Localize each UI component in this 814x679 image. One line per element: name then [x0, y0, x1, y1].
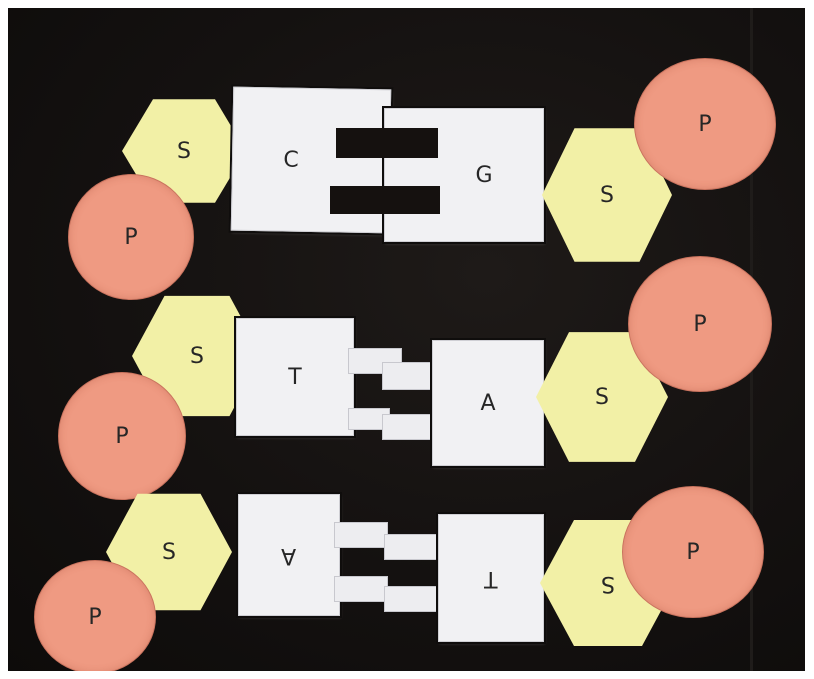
phosphate-circle: P	[622, 486, 764, 618]
sugar-label: S	[162, 539, 176, 565]
base-letter: T	[288, 364, 302, 390]
phosphate-circle: P	[34, 560, 156, 671]
connector-tab	[384, 534, 442, 560]
phosphate-label: P	[124, 224, 138, 250]
base-card: A	[432, 340, 544, 466]
base-letter: T	[484, 565, 498, 591]
base-letter: G	[475, 162, 493, 188]
base-letter: C	[283, 147, 299, 173]
base-card: T	[236, 318, 354, 436]
sugar-label: S	[177, 138, 191, 164]
connector-slot	[336, 128, 438, 158]
base-card: A	[238, 494, 340, 616]
phosphate-circle: P	[68, 174, 194, 300]
phosphate-label: P	[686, 539, 700, 565]
base-letter: A	[281, 542, 297, 568]
dna-model-photo: S P C G S P S P T A S P S P A	[8, 8, 805, 671]
sugar-label: S	[601, 570, 615, 596]
phosphate-label: P	[88, 604, 102, 630]
base-letter: A	[480, 390, 496, 416]
phosphate-circle: P	[634, 58, 776, 190]
base-card: T	[438, 514, 544, 642]
connector-tab	[334, 576, 388, 602]
connector-tab	[384, 586, 438, 612]
phosphate-label: P	[698, 111, 712, 137]
connector-tab	[382, 414, 440, 440]
phosphate-circle: P	[58, 372, 186, 500]
sugar-label: S	[190, 343, 204, 369]
sugar-label: S	[600, 182, 614, 208]
phosphate-circle: P	[628, 256, 772, 392]
phosphate-label: P	[693, 311, 707, 337]
connector-tab	[382, 362, 436, 390]
connector-tab	[334, 522, 388, 548]
phosphate-label: P	[115, 423, 129, 449]
connector-slot	[330, 186, 440, 214]
sugar-label: S	[595, 384, 609, 410]
